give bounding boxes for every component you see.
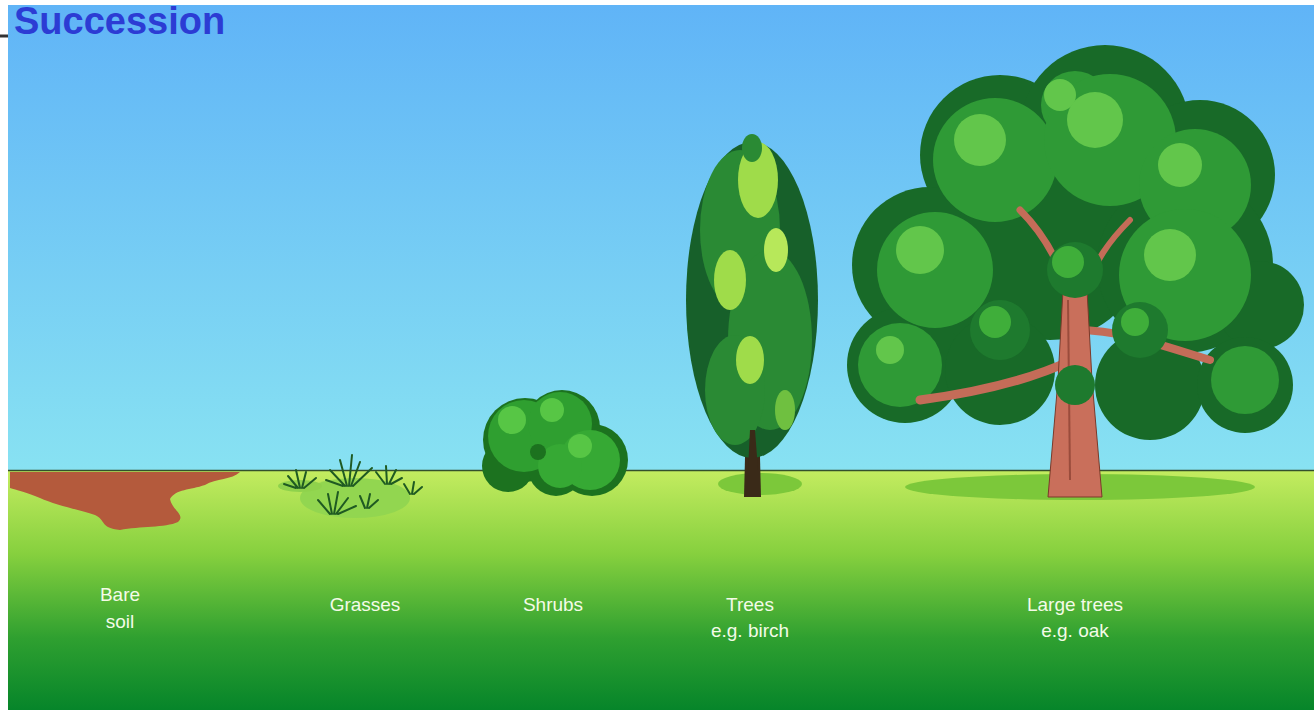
label-anchor: Trees (680, 592, 820, 619)
bare-soil-patch (10, 472, 240, 530)
label-anchor: Large trees (975, 592, 1175, 619)
stage-label: Grasses (295, 592, 435, 619)
ground (8, 470, 1314, 710)
label-anchor: Bare soil (90, 582, 150, 635)
label-anchor: e.g. oak (975, 618, 1175, 645)
stage-label: e.g. oak (975, 618, 1175, 645)
grass-tufts (278, 455, 422, 518)
stage-label: e.g. birch (670, 618, 830, 645)
diagram-title: Succession (0, 0, 225, 43)
stage-label: Shrubs (483, 592, 623, 619)
oak-tree (847, 45, 1304, 500)
title-anchor: Succession (0, 0, 225, 43)
birch-tree (686, 134, 818, 497)
stage-label: Bare soil (90, 582, 150, 635)
label-anchor: Shrubs (483, 592, 623, 619)
sky (8, 5, 1314, 471)
label-anchor: e.g. birch (670, 618, 830, 645)
horizon-line (8, 470, 1314, 472)
shrub (482, 390, 628, 496)
frame-tick (0, 35, 8, 38)
label-anchor: Grasses (295, 592, 435, 619)
stage-label: Trees (680, 592, 820, 619)
stage-label: Large trees (975, 592, 1175, 619)
